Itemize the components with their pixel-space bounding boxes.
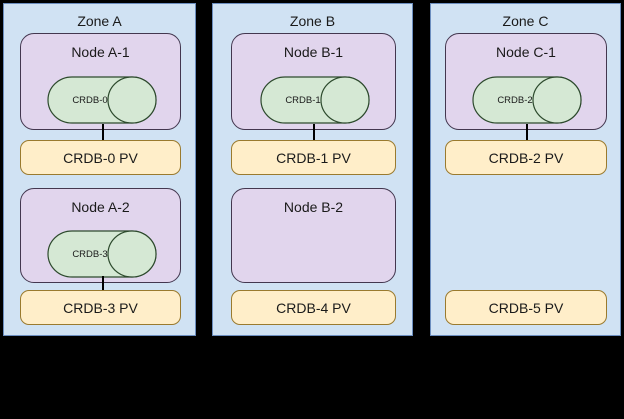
node-a-1: Node A-1 CRDB-0 — [20, 33, 181, 130]
pv-crdb-5: CRDB-5 PV — [445, 290, 607, 325]
pod-crdb-1-label: CRDB-1 — [285, 94, 321, 106]
cylinder-icon — [260, 76, 370, 124]
node-b-2: Node B-2 — [231, 188, 396, 283]
zone-a: Zone A Node A-1 CRDB-0 CRDB-0 PV Node A-… — [3, 3, 196, 336]
node-a-1-title: Node A-1 — [71, 44, 130, 60]
node-b-2-title: Node B-2 — [283, 199, 344, 215]
pv-crdb-3: CRDB-3 PV — [20, 290, 181, 325]
connector-node-c-1-to-crdb-2-pv — [526, 124, 528, 142]
zone-a-title: Zone A — [77, 13, 122, 29]
cylinder-icon — [47, 230, 157, 278]
connector-node-a-2-to-crdb-3-pv — [102, 276, 104, 293]
pv-crdb-2: CRDB-2 PV — [445, 140, 607, 175]
zone-c-title: Zone C — [502, 13, 549, 29]
pod-crdb-2: CRDB-2 — [472, 76, 582, 124]
pv-crdb-1: CRDB-1 PV — [231, 140, 396, 175]
zone-b-title: Zone B — [289, 13, 336, 29]
pv-crdb-0: CRDB-0 PV — [20, 140, 181, 175]
zone-c: Zone C Node C-1 CRDB-2 CRDB-2 PV CRDB-5 … — [430, 3, 621, 336]
node-a-2-title: Node A-2 — [71, 199, 130, 215]
node-c-1: Node C-1 CRDB-2 — [445, 33, 607, 130]
pod-crdb-1: CRDB-1 — [260, 76, 370, 124]
cylinder-icon — [472, 76, 582, 124]
cylinder-icon — [47, 76, 157, 124]
node-c-1-title: Node C-1 — [496, 44, 556, 60]
node-b-1: Node B-1 CRDB-1 — [231, 33, 396, 130]
pod-crdb-0: CRDB-0 — [47, 76, 157, 124]
node-a-2: Node A-2 CRDB-3 — [20, 188, 181, 283]
node-b-1-title: Node B-1 — [283, 44, 344, 60]
connector-node-b-1-to-crdb-1-pv — [313, 124, 315, 142]
pod-crdb-2-label: CRDB-2 — [497, 94, 533, 106]
pod-crdb-3: CRDB-3 — [47, 230, 157, 278]
zone-b: Zone B Node B-1 CRDB-1 CRDB-1 PV Node B-… — [212, 3, 413, 336]
pod-crdb-3-label: CRDB-3 — [72, 248, 108, 260]
pv-crdb-4: CRDB-4 PV — [231, 290, 396, 325]
pod-crdb-0-label: CRDB-0 — [72, 94, 108, 106]
connector-node-a-1-to-crdb-0-pv — [102, 124, 104, 142]
